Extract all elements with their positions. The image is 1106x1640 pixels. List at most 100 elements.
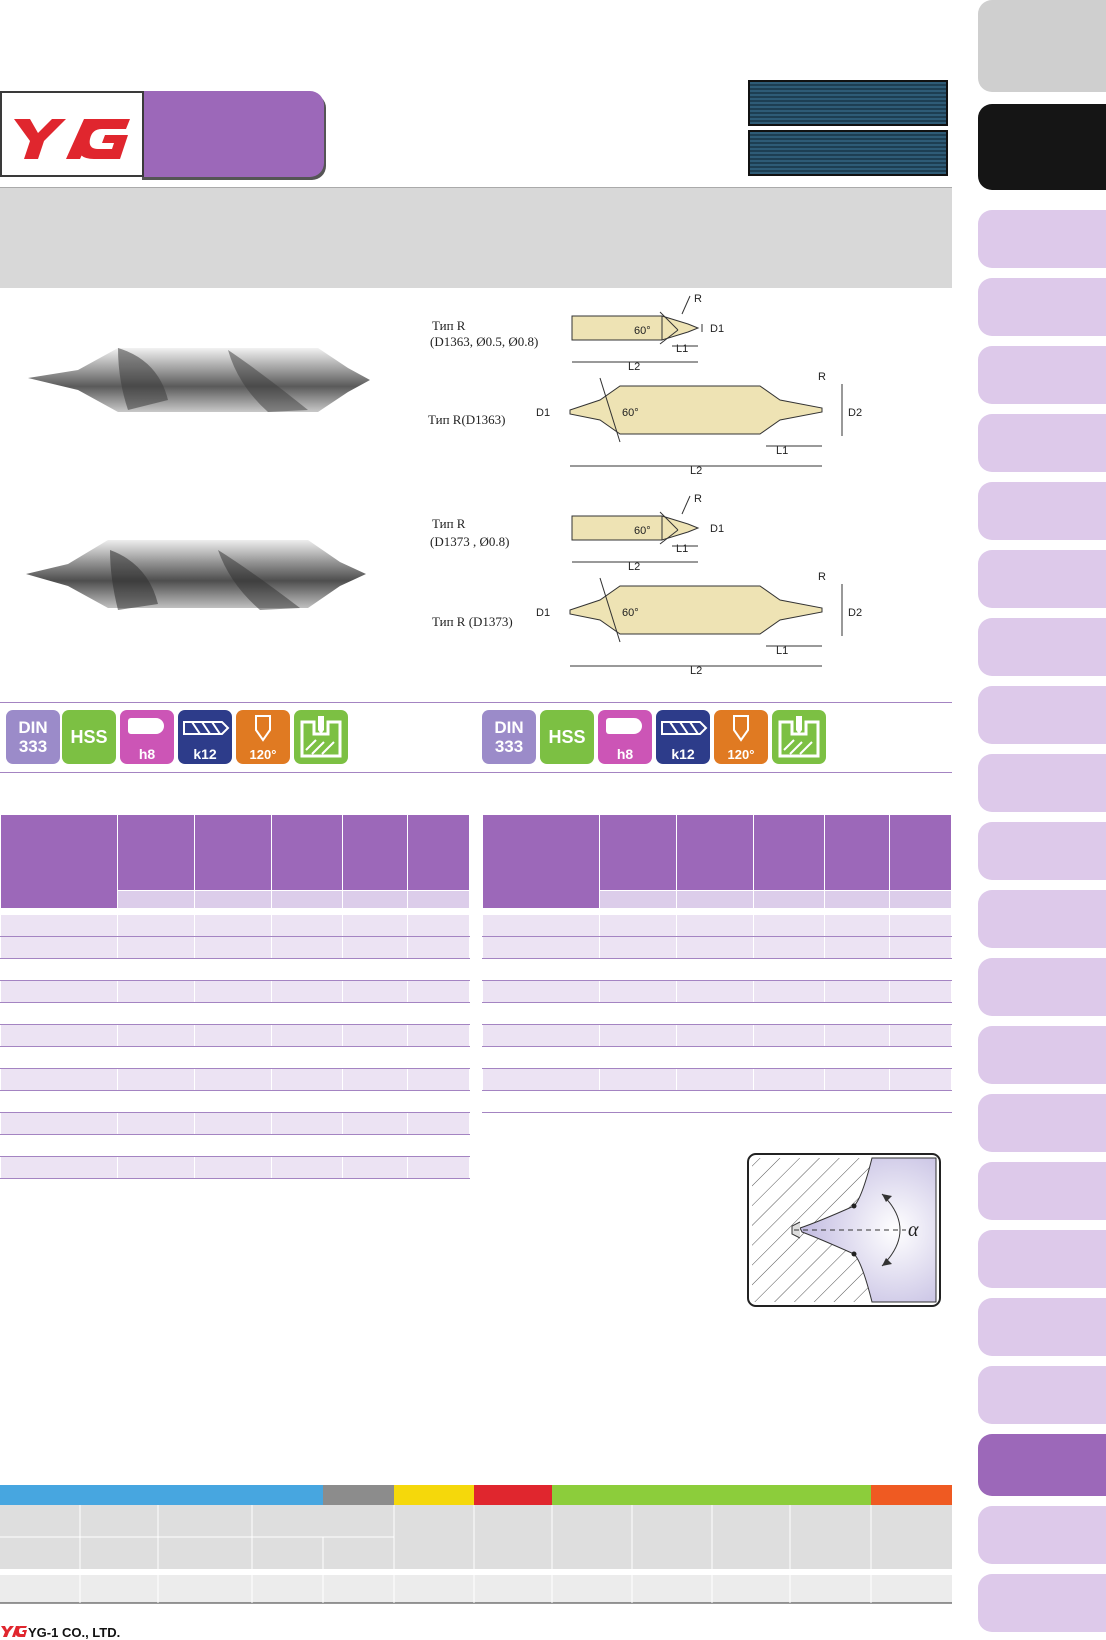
- side-tab-active-section[interactable]: [978, 104, 1106, 190]
- side-tab-14[interactable]: [978, 1094, 1106, 1152]
- side-tab-17[interactable]: [978, 1298, 1106, 1356]
- table-row: [0, 958, 470, 981]
- diagram-2-label: Тип R(D1363): [428, 412, 506, 427]
- spec-table-right: [482, 814, 952, 1113]
- diagram-4-dim-d2: D2: [848, 607, 862, 619]
- center-drill-photo-1: [28, 348, 370, 412]
- countersink-angle-illustration: α: [747, 1153, 941, 1307]
- hss-icon-2: HSS: [540, 710, 594, 764]
- table-row: [482, 1024, 952, 1047]
- centering-application-icon-2: [772, 710, 826, 764]
- side-tab-3[interactable]: [978, 346, 1106, 404]
- diagram-4-dim-l2: L2: [690, 665, 702, 677]
- table-row: [0, 1090, 470, 1113]
- table-row: [0, 1002, 470, 1025]
- diagram-3-dim-l1: L1: [676, 543, 688, 555]
- material-bar-yellow: [394, 1485, 474, 1505]
- side-tab-18[interactable]: [978, 1366, 1106, 1424]
- side-tab-11[interactable]: [978, 890, 1106, 948]
- side-tab-8[interactable]: [978, 686, 1106, 744]
- diagram-1-label-line1: Тип R: [432, 318, 466, 333]
- table-row: [482, 936, 952, 959]
- diagram-4-dim-d1: D1: [536, 607, 550, 619]
- side-tab-16[interactable]: [978, 1230, 1106, 1288]
- side-tab-13[interactable]: [978, 1026, 1106, 1084]
- table-row: [0, 1024, 470, 1047]
- diagram-1-dim-l2: L2: [628, 361, 640, 373]
- header-title-panel: [140, 91, 324, 177]
- diagram-3-label-line2: (D1373 , Ø0.8): [430, 534, 510, 549]
- diagram-4-angle: 60°: [622, 607, 639, 619]
- divider-top: [0, 702, 952, 703]
- point-angle-120-icon-2: 120°: [714, 710, 768, 764]
- diagram-1-angle: 60°: [634, 325, 651, 337]
- table-row: [482, 1090, 952, 1113]
- diagram-3-label-line1: Тип R: [432, 516, 466, 531]
- diagram-2-dim-d2: D2: [848, 407, 862, 419]
- side-tab-19[interactable]: [978, 1506, 1106, 1564]
- table-row: [482, 1002, 952, 1025]
- diagram-1-dim-d1: D1: [710, 323, 724, 335]
- spec-table-left: [0, 814, 470, 1179]
- diagram-2-dim-r: R: [818, 371, 826, 383]
- table-row: [0, 914, 470, 937]
- side-tab-4[interactable]: [978, 414, 1106, 472]
- table-row: [0, 1112, 470, 1135]
- table-row: [0, 1156, 470, 1179]
- table-row: [0, 1068, 470, 1091]
- table-row: [0, 1134, 470, 1157]
- diagram-3-dim-r: R: [694, 493, 702, 505]
- diagram-3-angle: 60°: [634, 525, 651, 537]
- diagram-1-dim-r: R: [694, 293, 702, 305]
- side-tab-2[interactable]: [978, 278, 1106, 336]
- diagram-3-dim-l2: L2: [628, 561, 640, 573]
- hss-icon: HSS: [62, 710, 116, 764]
- diagram-1-drawing: 60° R D1 L1 L2: [571, 293, 724, 373]
- material-grid: [0, 1505, 952, 1604]
- alpha-symbol: α: [908, 1219, 919, 1241]
- diagram-2-drawing: 60° R D1 D2 L1 L2: [536, 371, 862, 477]
- diagram-2-dim-l2: L2: [690, 465, 702, 477]
- side-tab-12[interactable]: [978, 958, 1106, 1016]
- yg-logo-icon: [14, 119, 130, 159]
- k12-tolerance-icon-2: k12: [656, 710, 710, 764]
- table-row: [482, 958, 952, 981]
- diagram-2-angle: 60°: [622, 407, 639, 419]
- company-name: YG-1 CO., LTD.: [28, 1625, 121, 1640]
- diagram-4-label: Тип R (D1373): [432, 614, 513, 629]
- side-tab-5[interactable]: [978, 482, 1106, 540]
- side-tab-20[interactable]: [978, 1574, 1106, 1632]
- side-tab-1[interactable]: [978, 210, 1106, 268]
- header-stripe-badge-1: [748, 80, 948, 126]
- brand-logo: [0, 91, 144, 177]
- material-bar-red: [474, 1485, 552, 1505]
- diagram-4-dim-r: R: [818, 571, 826, 583]
- material-bar-gray: [323, 1485, 394, 1505]
- diagram-3-dim-d1: D1: [710, 523, 724, 535]
- material-bar-blue: [0, 1485, 323, 1505]
- table-row: [482, 1068, 952, 1091]
- table-row: [0, 1046, 470, 1069]
- side-tab-6[interactable]: [978, 550, 1106, 608]
- diagram-3-drawing: 60° R D1 L1 L2: [571, 493, 724, 573]
- side-tab-9[interactable]: [978, 754, 1106, 812]
- side-tab-15[interactable]: [978, 1162, 1106, 1220]
- table-row: [482, 980, 952, 1003]
- diagram-4-dim-l1: L1: [776, 645, 788, 657]
- header-stripe-badge-2: [748, 130, 948, 176]
- side-tab-current[interactable]: [978, 1434, 1106, 1496]
- diagram-2-dim-l1: L1: [776, 445, 788, 457]
- title-band: [0, 187, 952, 288]
- side-tab-top[interactable]: [978, 0, 1106, 92]
- side-tab-7[interactable]: [978, 618, 1106, 676]
- center-drill-photo-2: [26, 540, 366, 610]
- table-row: [0, 980, 470, 1003]
- side-tab-10[interactable]: [978, 822, 1106, 880]
- h8-tolerance-icon: h8: [120, 710, 174, 764]
- diagram-4-drawing: 60° R D1 D2 L1 L2: [536, 571, 862, 677]
- diagram-1-label-line2: (D1363, Ø0.5, Ø0.8): [430, 334, 539, 349]
- material-bar-orange: [871, 1485, 952, 1505]
- table-row: [482, 1046, 952, 1069]
- k12-tolerance-icon: k12: [178, 710, 232, 764]
